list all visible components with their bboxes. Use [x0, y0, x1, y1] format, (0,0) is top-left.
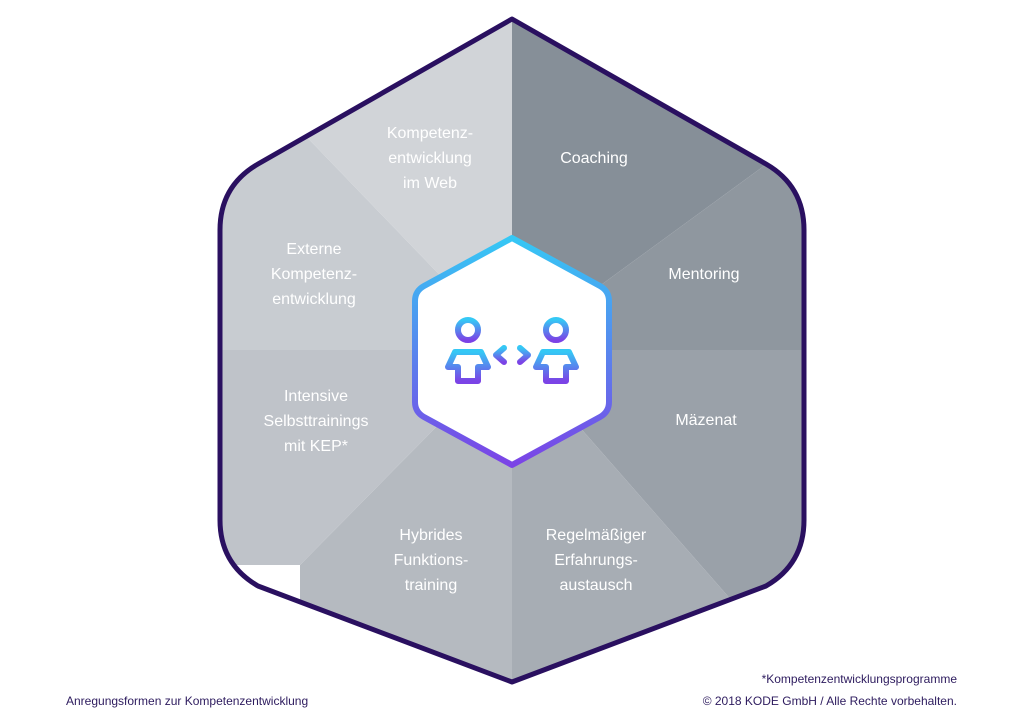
- label-line: Kompetenz-: [271, 266, 357, 283]
- label-line: Mentoring: [668, 266, 739, 283]
- label-line: Externe: [286, 241, 341, 258]
- label-line: austausch: [560, 577, 633, 594]
- label-line: entwicklung: [272, 291, 356, 308]
- label-line: Mäzenat: [675, 412, 737, 429]
- label-line: Hybrides: [399, 527, 462, 544]
- label-line: Kompetenz-: [387, 125, 473, 142]
- footnote: *Kompetenzentwicklungsprogramme: [761, 672, 957, 686]
- person-left-icon: [445, 317, 491, 384]
- label-coaching: Coaching: [560, 150, 628, 167]
- label-line: Funktions-: [394, 552, 469, 569]
- two-people-exchange-icon: [445, 317, 579, 384]
- copyright-notice: © 2018 KODE GmbH / Alle Rechte vorbehalt…: [702, 694, 957, 708]
- hexagon-outline: [217, 16, 807, 685]
- diagram-caption: Anregungsformen zur Kompetenzentwicklung: [66, 694, 309, 708]
- label-kompetenzentwicklung-web: Kompetenz-entwicklung im Web: [387, 125, 473, 192]
- label-line: Erfahrungs-: [554, 552, 638, 569]
- label-line: Selbsttrainings: [264, 413, 369, 430]
- label-line: entwicklung: [388, 150, 472, 167]
- label-line: training: [405, 577, 457, 594]
- label-line: Regelmäßiger: [546, 527, 647, 544]
- label-mentoring: Mentoring: [668, 266, 739, 283]
- label-line: Coaching: [560, 150, 628, 167]
- label-line: im Web: [403, 175, 457, 192]
- double-arrow-icon: [493, 345, 531, 365]
- label-maezenat: Mäzenat: [675, 412, 737, 429]
- label-line: Intensive: [284, 388, 348, 405]
- person-right-icon: [533, 317, 579, 384]
- label-line: mit KEP*: [284, 438, 348, 455]
- center-hexagon: [412, 235, 612, 468]
